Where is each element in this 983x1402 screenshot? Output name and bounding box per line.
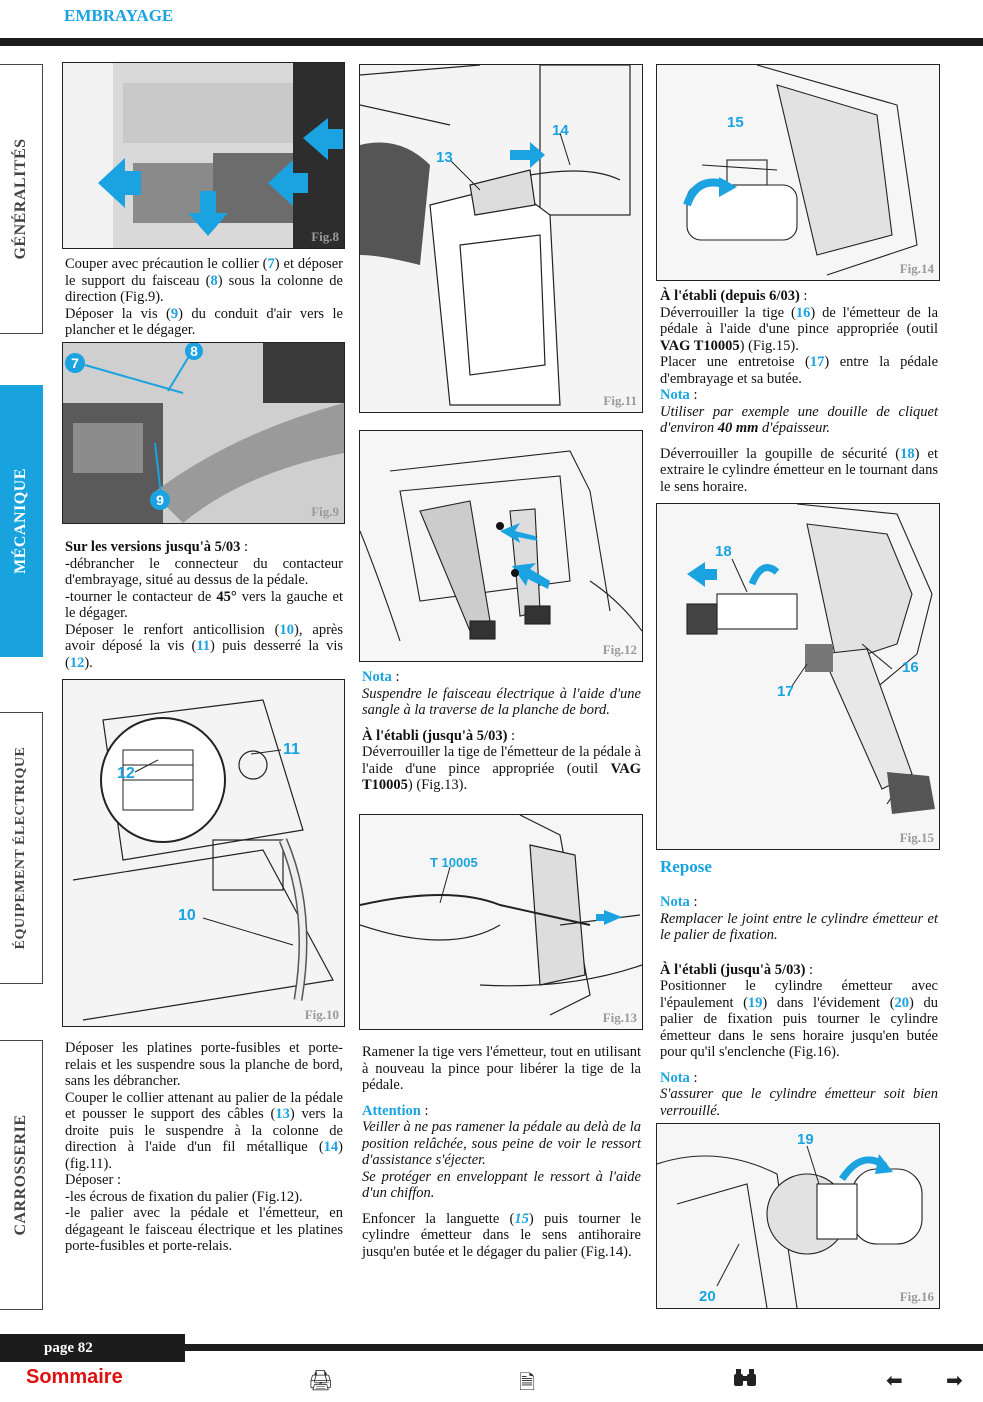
figure-label: Fig.8	[311, 229, 339, 244]
figure-14-illustration: 15	[683, 65, 918, 276]
figure-label: Fig.11	[603, 393, 637, 408]
col3-text-a: À l'établi (depuis 6/03) : Déverrouiller…	[660, 288, 939, 495]
section-repose-heading: Repose	[660, 857, 712, 876]
col2-text-b: Ramener la tige vers l'émetteur, tout en…	[362, 1044, 642, 1260]
figure-15-illustration: 18 16 17	[686, 504, 935, 814]
binoculars-icon[interactable]	[732, 1368, 758, 1393]
printer-icon[interactable]: 🖨	[308, 1368, 334, 1392]
tab-label: ÉQUIPEMENT ÉLECTRIQUE	[13, 746, 28, 950]
figure-12: Fig.12	[359, 430, 643, 662]
document-icon[interactable]: 🗎	[519, 1370, 536, 1394]
figure-label: Fig.15	[899, 830, 934, 845]
footer-rule	[185, 1344, 983, 1351]
callout: 19	[797, 1131, 814, 1148]
figure-label: Fig.12	[602, 642, 637, 657]
sommaire-link[interactable]: Sommaire	[26, 1366, 123, 1388]
callout: 17	[777, 683, 794, 700]
col2-text-a: Nota : Suspendre le faisceau électrique …	[362, 669, 641, 793]
figure-label: Fig.16	[899, 1289, 934, 1304]
figure-16-illustration: 19 20	[657, 1131, 923, 1308]
col1-text-b: Sur les versions jusqu'à 5/03 : -débranc…	[65, 539, 344, 671]
col3-text-b: Nota : Remplacer le joint entre le cylin…	[660, 894, 938, 1119]
header-rule	[0, 38, 983, 46]
figure-15: 18 16 17 Fig.15	[656, 503, 940, 850]
figure-8: Fig.8	[62, 62, 345, 249]
arrow-left-icon[interactable]: ⬅	[886, 1368, 903, 1392]
figure-11: 14 13 Fig.11	[359, 64, 643, 413]
tab-label: CARROSSERIE	[12, 1114, 29, 1236]
figure-label: Fig.10	[304, 1007, 339, 1022]
callout: 18	[715, 543, 732, 560]
callout: 13	[436, 149, 453, 166]
figure-16: 19 20 Fig.16	[656, 1123, 940, 1309]
tab-equipement-electrique[interactable]: ÉQUIPEMENT ÉLECTRIQUE	[0, 712, 43, 984]
callout: 7	[71, 355, 79, 371]
tab-generalites[interactable]: GÉNÉRALITÉS	[0, 64, 43, 334]
tab-label: MÉCANIQUE	[12, 468, 29, 574]
figure-9-illustration: 7 8 9	[63, 343, 344, 523]
tab-mecanique[interactable]: MÉCANIQUE	[0, 385, 43, 657]
figure-10: 11 12 10 Fig.10	[62, 679, 345, 1027]
figure-label: Fig.9	[311, 504, 339, 519]
figure-8-illustration	[63, 63, 344, 248]
callout: 10	[178, 907, 196, 924]
figure-13-illustration: T 10005	[360, 815, 642, 1016]
arrow-right-icon[interactable]: ➡	[946, 1368, 963, 1392]
figure-9: 7 8 9 Fig.9	[62, 342, 345, 524]
callout: 20	[699, 1288, 716, 1305]
callout: 16	[902, 659, 919, 676]
callout: 9	[156, 492, 164, 508]
callout: 8	[190, 343, 198, 359]
tab-carrosserie[interactable]: CARROSSERIE	[0, 1040, 43, 1310]
figure-label: Fig.14	[899, 261, 934, 276]
figure-label: Fig.13	[602, 1010, 637, 1025]
figure-13: T 10005 Fig.13	[359, 814, 643, 1030]
col1-text-c: Déposer les platines porte-fusibles et p…	[65, 1040, 343, 1254]
callout: 14	[552, 122, 569, 139]
figure-14: 15 Fig.14	[656, 64, 940, 281]
callout: 15	[727, 114, 744, 131]
page-number: page 82	[0, 1334, 185, 1362]
col1-text-a: Couper avec précaution le collier (7) et…	[65, 256, 344, 338]
figure-12-illustration	[360, 450, 642, 642]
figure-11-illustration: 14 13	[360, 65, 631, 406]
figure-10-illustration: 11 12 10	[72, 699, 334, 1021]
page-header-title: EMBRAYAGE	[64, 6, 174, 25]
tab-label: GÉNÉRALITÉS	[12, 138, 29, 260]
callout: 11	[283, 741, 300, 758]
callout: T 10005	[430, 855, 478, 870]
callout: 12	[117, 765, 135, 782]
